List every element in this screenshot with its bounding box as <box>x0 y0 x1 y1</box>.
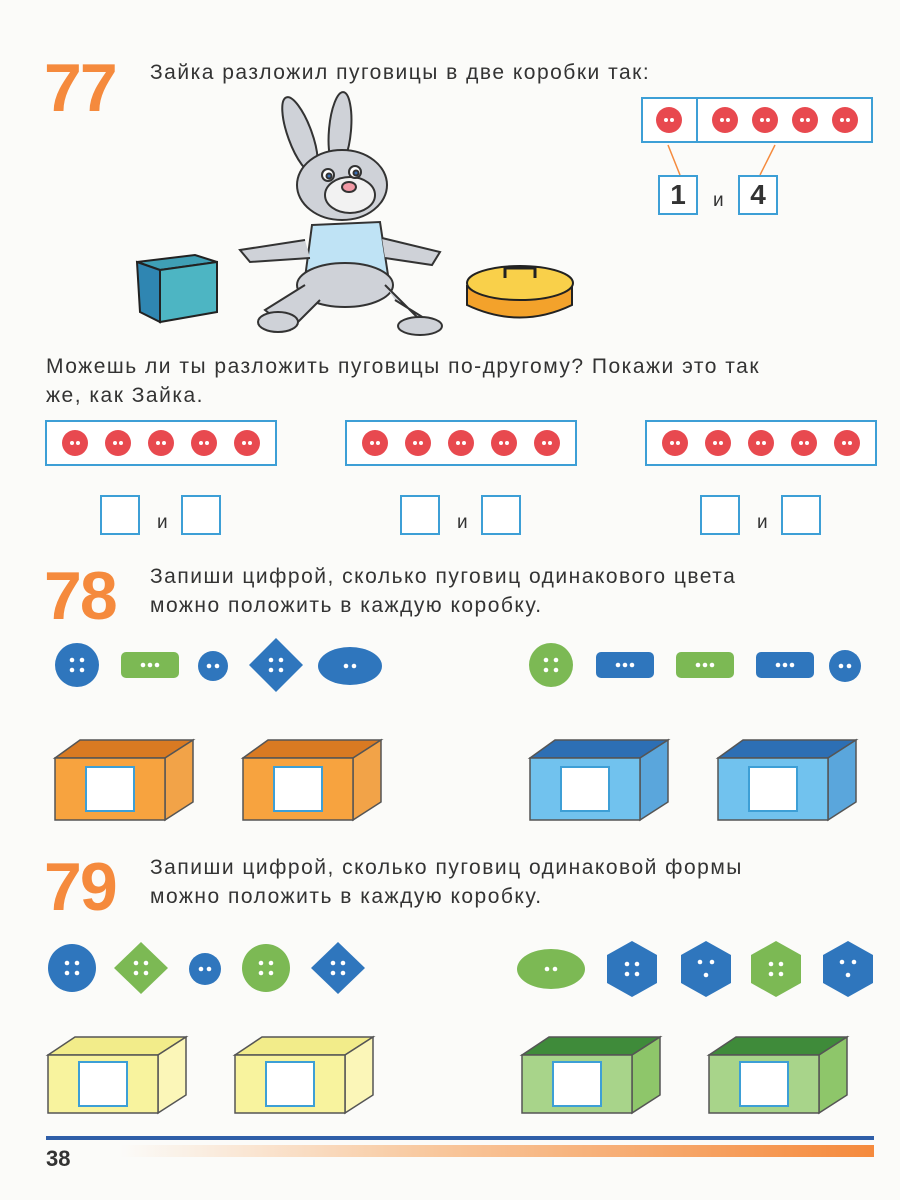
blue-diamond-button-icon <box>249 638 303 692</box>
task-78-text-line1: Запиши цифрой, сколько пуговиц одинаково… <box>150 565 737 588</box>
box-answer-79-4[interactable] <box>740 1062 788 1106</box>
blue-gift-box-icon <box>135 253 218 324</box>
red-button <box>661 430 688 456</box>
box-answer-78-1[interactable] <box>86 767 134 811</box>
green-hexagon-button-icon <box>751 941 801 997</box>
red-button <box>752 107 778 133</box>
task-79-text-line2: можно положить в каждую коробку. <box>150 885 543 908</box>
footer-gradient-bar <box>120 1145 874 1157</box>
red-button <box>534 430 561 456</box>
green-rect-button-icon <box>121 652 179 678</box>
exercise-button-row-2 <box>345 420 577 466</box>
task-77-text: Зайка разложил пуговицы в две коробки та… <box>150 61 651 84</box>
box-answer-78-4[interactable] <box>749 767 797 811</box>
task-77-question-line2: же, как Зайка. <box>46 384 205 407</box>
orange-box-icon <box>52 738 196 822</box>
and-label-1: и <box>157 512 168 533</box>
and-label-3: и <box>757 512 768 533</box>
red-button <box>491 430 518 456</box>
example-button-row <box>641 97 873 143</box>
task-77-question-line1: Можешь ли ты разложить пуговицы по-друго… <box>46 355 761 378</box>
box-answer-79-2[interactable] <box>266 1062 314 1106</box>
green-diamond-button-icon <box>114 942 168 994</box>
red-button <box>791 430 818 456</box>
task-79-text-line1: Запиши цифрой, сколько пуговиц одинаково… <box>150 856 743 879</box>
yellow-box-icon <box>45 1035 189 1115</box>
task-78-text-line2: можно положить в каждую коробку. <box>150 594 543 617</box>
answer-box-3b[interactable] <box>781 495 821 535</box>
blue-box-icon <box>527 738 671 822</box>
yellow-round-box-icon <box>466 265 574 319</box>
blue-small-round-button-icon <box>829 650 861 682</box>
yellow-box-icon <box>232 1035 376 1115</box>
red-button <box>656 107 682 133</box>
example-answer-right: 4 <box>738 175 778 215</box>
box-answer-78-2[interactable] <box>274 767 322 811</box>
answer-box-2a[interactable] <box>400 495 440 535</box>
green-box-icon <box>519 1035 663 1115</box>
exercise-button-row-3 <box>645 420 877 466</box>
red-button <box>704 430 731 456</box>
page-number: 38 <box>46 1146 71 1171</box>
red-button <box>361 430 388 456</box>
red-button <box>447 430 474 456</box>
box-answer-79-3[interactable] <box>553 1062 601 1106</box>
blue-rect-button-icon <box>596 652 654 678</box>
answer-box-1b[interactable] <box>181 495 221 535</box>
example-and: и <box>713 190 724 211</box>
green-rect-button-icon <box>676 652 734 678</box>
red-button <box>147 430 174 456</box>
task-77-number: 77 <box>44 50 118 126</box>
blue-small-round-button-icon <box>189 953 221 985</box>
blue-small-round-button-icon <box>198 651 228 681</box>
blue-oval-button-icon <box>318 647 382 685</box>
red-button <box>104 430 131 456</box>
green-round-button-icon <box>529 643 573 687</box>
blue-hexagon-button-icon <box>681 941 731 997</box>
blue-box-icon <box>715 738 859 822</box>
answer-box-2b[interactable] <box>481 495 521 535</box>
red-button <box>234 430 261 456</box>
red-button <box>61 430 88 456</box>
blue-round-button-icon <box>55 643 99 687</box>
red-button <box>832 107 858 133</box>
box-answer-78-3[interactable] <box>561 767 609 811</box>
footer-rule <box>46 1136 874 1140</box>
red-button <box>747 430 774 456</box>
green-oval-button-icon <box>517 949 585 989</box>
and-label-2: и <box>457 512 468 533</box>
rabbit-icon <box>238 91 443 336</box>
answer-box-3a[interactable] <box>700 495 740 535</box>
task-78-number: 78 <box>44 558 118 634</box>
box-answer-79-1[interactable] <box>79 1062 127 1106</box>
exercise-button-row-1 <box>45 420 277 466</box>
answer-box-1a[interactable] <box>100 495 140 535</box>
orange-box-icon <box>240 738 384 822</box>
red-button <box>404 430 431 456</box>
blue-round-button-icon <box>48 944 96 992</box>
blue-diamond-button-icon <box>311 942 365 994</box>
row-divider <box>696 98 698 142</box>
example-answer-left: 1 <box>658 175 698 215</box>
red-button <box>834 430 861 456</box>
green-box-icon <box>706 1035 850 1115</box>
blue-hexagon-button-icon <box>607 941 657 997</box>
green-round-button-icon <box>242 944 290 992</box>
red-button <box>191 430 218 456</box>
task-79-number: 79 <box>44 849 118 925</box>
blue-rect-button-icon <box>756 652 814 678</box>
blue-hexagon-button-icon <box>823 941 873 997</box>
red-button <box>712 107 738 133</box>
red-button <box>792 107 818 133</box>
